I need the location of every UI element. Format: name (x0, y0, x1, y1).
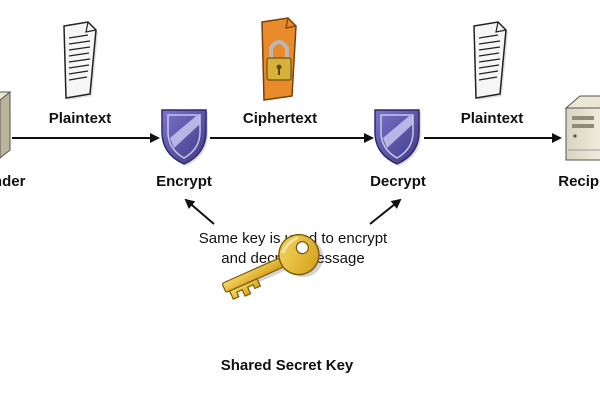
plaintext-document-icon (63, 21, 98, 100)
plaintext-label-left: Plaintext (49, 110, 112, 127)
recipient-server-icon (564, 95, 600, 161)
shared-secret-key-icon (222, 233, 324, 300)
encrypt-label: Encrypt (156, 173, 212, 190)
shared-secret-key-label: Shared Secret Key (221, 357, 354, 374)
plaintext-document-icon-right (473, 21, 508, 100)
ciphertext-label: Ciphertext (243, 110, 317, 127)
recipient-label: Recipient (558, 173, 600, 190)
encrypt-shield-icon (161, 109, 208, 166)
sender-label: Sender (0, 173, 26, 190)
sender-computer-icon (0, 90, 12, 159)
ciphertext-locked-document-icon (261, 17, 297, 101)
plaintext-label-right: Plaintext (461, 110, 524, 127)
arrow-note-to-decrypt (369, 198, 402, 225)
arrow-note-to-encrypt (184, 198, 215, 225)
decrypt-shield-icon (374, 109, 421, 166)
decrypt-label: Decrypt (370, 173, 426, 190)
